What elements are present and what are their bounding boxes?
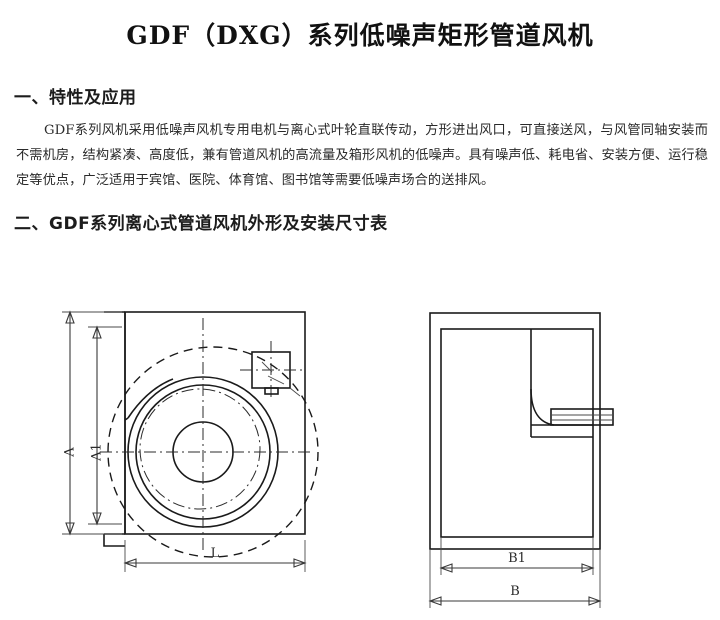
section-heading-characteristics: 一、特性及应用 xyxy=(14,88,137,108)
front-view-drawing: B1 B xyxy=(428,312,614,608)
dimension-label-b: B xyxy=(510,584,520,599)
dimension-label-a: A xyxy=(63,447,78,458)
side-view-drawing: A A1 L xyxy=(62,310,319,572)
dimension-l: L xyxy=(123,540,307,572)
dimension-b: B xyxy=(428,549,602,608)
section-heading-dimensions: 二、GDF系列离心式管道风机外形及安装尺寸表 xyxy=(14,214,388,234)
dimension-label-l: L xyxy=(211,546,220,561)
dimension-b1: B1 xyxy=(439,537,595,575)
dimension-a: A xyxy=(62,310,122,536)
dimension-label-a1: A1 xyxy=(90,443,105,462)
dimension-a1: A1 xyxy=(88,325,122,526)
dimension-label-b1: B1 xyxy=(508,551,526,566)
page-title: GDF（DXG）系列低噪声矩形管道风机 xyxy=(126,21,594,50)
section-body-characteristics: GDF系列风机采用低噪声风机专用电机与离心式叶轮直联传动，方形进出风口，可直接送… xyxy=(16,123,708,188)
junction-box-detail xyxy=(240,341,302,400)
